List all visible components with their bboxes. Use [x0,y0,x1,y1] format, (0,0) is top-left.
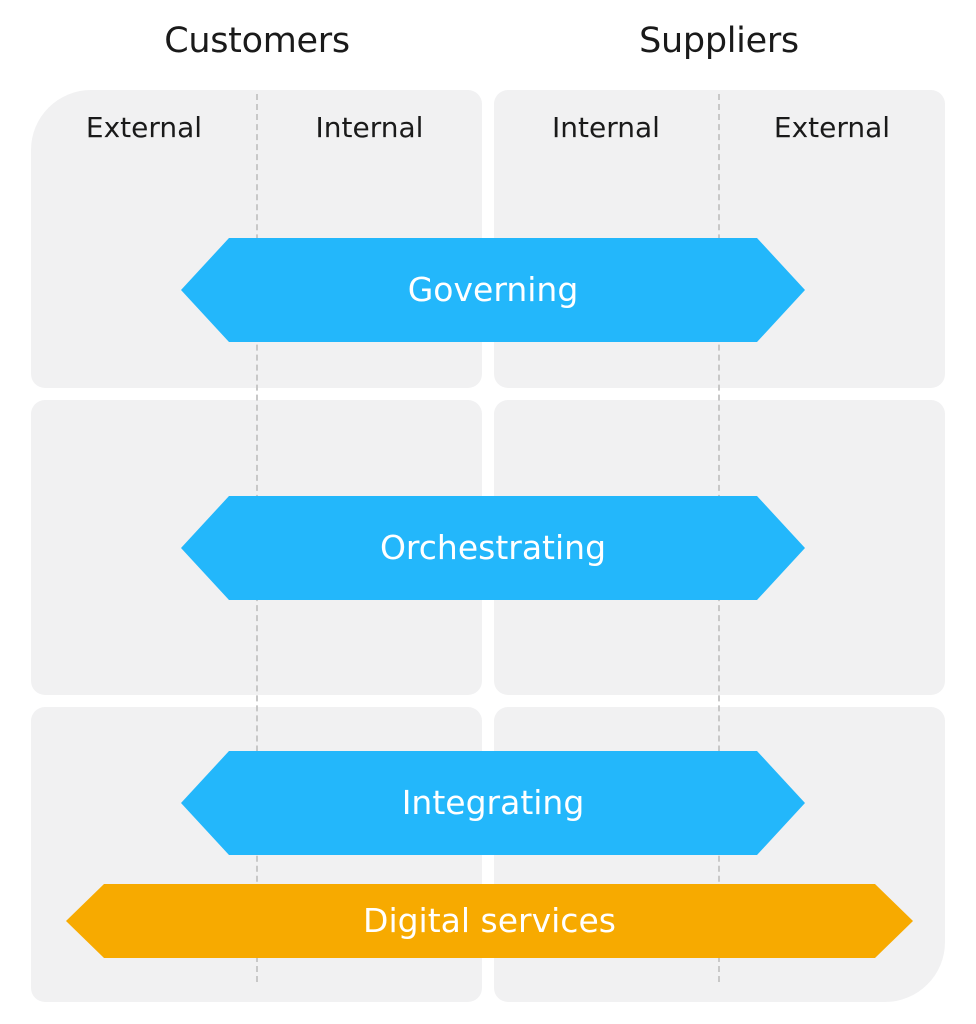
suppliers-heading: Suppliers [639,21,799,61]
customers-heading: Customers [164,21,350,61]
digital-services-label: Digital services [363,901,616,940]
integrating-arrow: Integrating [181,751,805,855]
suppliers-external-label: External [773,111,891,144]
digital-services-arrow: Digital services [66,884,913,958]
customers-external-label: External [85,111,203,144]
governing-arrow: Governing [181,238,805,342]
governing-label: Governing [407,270,579,309]
customers-internal-label: Internal [315,111,424,144]
suppliers-internal-label: Internal [552,111,660,144]
integrating-label: Integrating [401,783,585,822]
orchestrating-arrow: Orchestrating [181,496,805,600]
orchestrating-label: Orchestrating [379,528,607,567]
